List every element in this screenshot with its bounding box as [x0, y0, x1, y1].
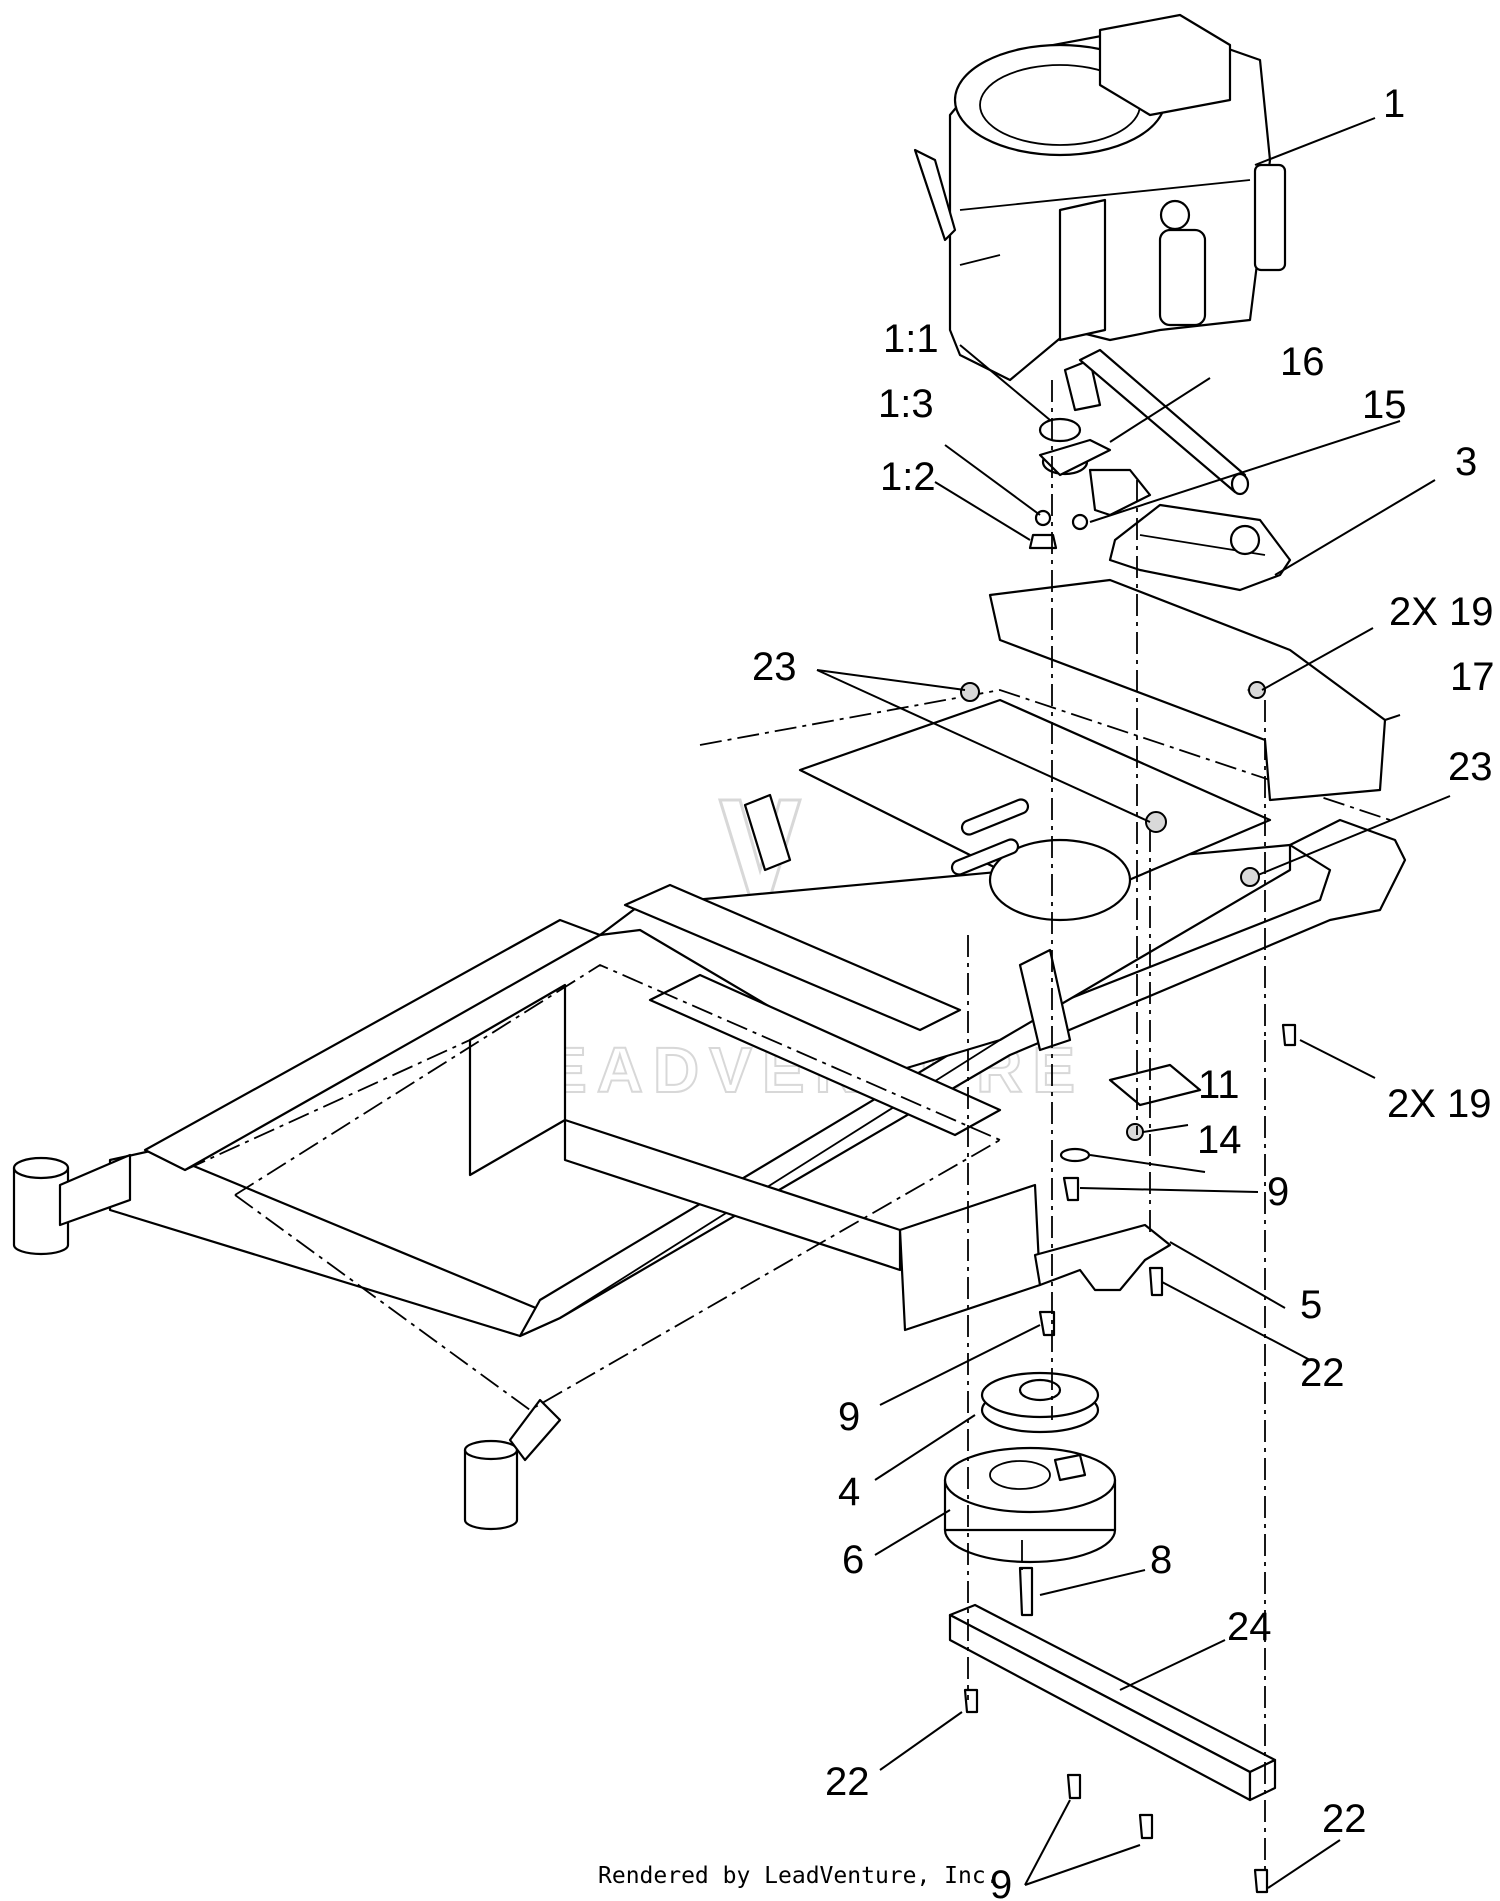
callout-3: 3 — [1455, 440, 1477, 484]
leader-lines — [816, 117, 1451, 1889]
callout-9-c: 9 — [990, 1863, 1012, 1901]
callout-4: 4 — [838, 1470, 860, 1514]
callout-5: 5 — [1300, 1283, 1322, 1327]
nut-23-a — [960, 682, 980, 702]
nut-11 — [1126, 1123, 1144, 1141]
nut-23-b — [1145, 811, 1167, 833]
exhaust-flange — [1028, 417, 1112, 550]
callout-15: 15 — [1362, 383, 1407, 427]
callout-2x19-top: 2X 19 — [1389, 590, 1494, 634]
callout-22-a: 22 — [1300, 1351, 1345, 1395]
bolt-22-b — [963, 1688, 979, 1714]
bolt-9-d — [1138, 1813, 1154, 1840]
caster-tube-left — [12, 1153, 132, 1256]
bolt-9-b — [1038, 1310, 1056, 1337]
exhaust-header — [1088, 468, 1152, 517]
callout-14: 14 — [1197, 1118, 1242, 1162]
heat-shield — [988, 578, 1387, 802]
assembly-lines — [967, 380, 1266, 1870]
callout-1-3: 1:3 — [878, 382, 934, 426]
washer-14 — [1059, 1147, 1091, 1163]
callout-9-a: 9 — [1267, 1170, 1289, 1214]
callout-labels: 1 1:1 16 1:3 15 1:2 3 2X 19 17 23 23 2X … — [752, 82, 1495, 1901]
pulley — [980, 1371, 1100, 1434]
render-credit: Rendered by LeadVenture, Inc. — [598, 1863, 1000, 1889]
callout-17: 17 — [1450, 655, 1495, 699]
callout-1-1: 1:1 — [883, 317, 939, 361]
callout-1-2: 1:2 — [880, 455, 936, 499]
support-bar — [948, 1603, 1277, 1802]
bolt-19-lower — [1281, 1023, 1297, 1047]
callout-6: 6 — [842, 1538, 864, 1582]
bolt-9-c — [1066, 1773, 1082, 1800]
callout-22-b: 22 — [825, 1760, 870, 1804]
callout-23-right: 23 — [1448, 745, 1493, 789]
callout-1: 1 — [1383, 82, 1405, 126]
callout-9-b: 9 — [838, 1395, 860, 1439]
engine — [913, 13, 1287, 412]
callout-23-left: 23 — [752, 645, 797, 689]
bolt-22-c — [1253, 1868, 1269, 1894]
callout-16: 16 — [1280, 340, 1325, 384]
nut-23-c — [1240, 867, 1260, 887]
bolt-22-a — [1148, 1266, 1164, 1297]
pto-clutch — [943, 1446, 1117, 1564]
callout-24: 24 — [1227, 1605, 1272, 1649]
chassis-frame — [12, 689, 1407, 1531]
bolt-8 — [1018, 1566, 1034, 1617]
bracket-5 — [1033, 1223, 1172, 1292]
caster-tube-right — [463, 1398, 562, 1531]
muffler — [1108, 503, 1292, 592]
callout-11: 11 — [1198, 1063, 1240, 1107]
bolt-9-a — [1062, 1176, 1080, 1202]
callout-22-c: 22 — [1322, 1797, 1367, 1841]
callout-2x19-mid: 2X 19 — [1387, 1082, 1492, 1126]
callout-8: 8 — [1150, 1538, 1172, 1582]
